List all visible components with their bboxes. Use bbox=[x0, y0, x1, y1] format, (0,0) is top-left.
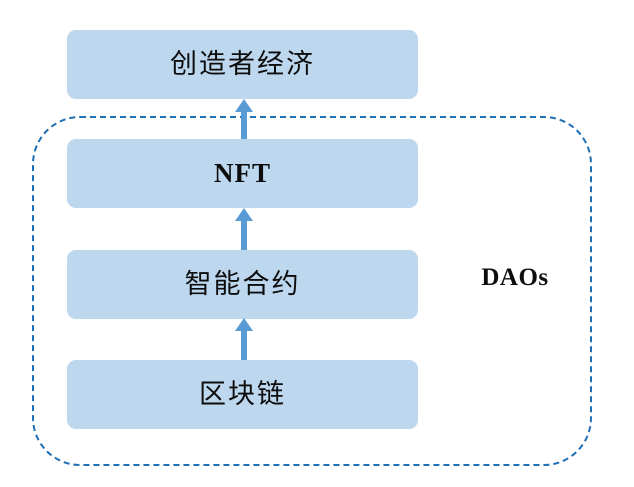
box-blockchain-label: 区块链 bbox=[199, 379, 286, 409]
arrow-blockchain-to-smart-contract bbox=[233, 318, 255, 360]
box-nft[interactable]: NFT bbox=[67, 139, 418, 208]
arrow-shaft bbox=[241, 329, 247, 360]
box-smart-contract[interactable]: 智能合约 bbox=[67, 250, 418, 319]
arrow-shaft bbox=[241, 110, 247, 139]
daos-group-label: DAOs bbox=[481, 264, 549, 291]
box-creator-economy-label: 创造者经济 bbox=[170, 49, 315, 79]
arrow-nft-to-creator-economy bbox=[233, 99, 255, 139]
box-nft-label: NFT bbox=[214, 158, 271, 188]
box-creator-economy[interactable]: 创造者经济 bbox=[67, 30, 418, 99]
box-blockchain[interactable]: 区块链 bbox=[67, 360, 418, 429]
arrow-smart-contract-to-nft bbox=[233, 208, 255, 250]
box-smart-contract-label: 智能合约 bbox=[184, 269, 301, 299]
arrowhead-up-icon bbox=[235, 208, 253, 221]
daos-group-boundary bbox=[32, 116, 592, 466]
arrow-shaft bbox=[241, 219, 247, 250]
arrowhead-up-icon bbox=[235, 99, 253, 112]
arrowhead-up-icon bbox=[235, 318, 253, 331]
